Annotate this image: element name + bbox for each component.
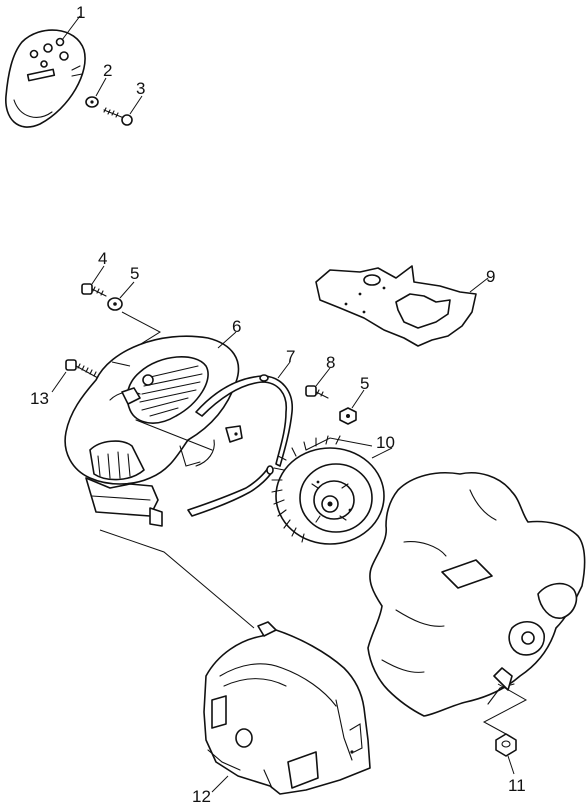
callout-13: 13 — [30, 389, 49, 408]
callout-2: 2 — [103, 61, 112, 80]
part-11-nut — [495, 733, 517, 757]
callout-5-left: 5 — [130, 264, 139, 283]
part-1-cover-plate — [5, 29, 86, 128]
part-4-bolt — [81, 283, 107, 297]
part-10-flywheel-fan — [271, 435, 385, 545]
engine-crankcase — [367, 471, 586, 717]
part-13-bolt — [65, 359, 99, 379]
part-9-gasket — [315, 265, 477, 347]
part-8-bolt — [305, 385, 329, 399]
callout-5-right: 5 — [360, 374, 369, 393]
callout-3: 3 — [136, 79, 145, 98]
part-5-nut-right — [339, 407, 357, 425]
part-6-fan-shroud — [64, 335, 243, 527]
callout-9: 9 — [486, 267, 495, 286]
callout-7: 7 — [286, 347, 295, 366]
part-3-screw — [103, 107, 133, 126]
callout-11: 11 — [508, 776, 526, 795]
part-12-lower-cover — [203, 621, 371, 795]
callout-4: 4 — [98, 249, 107, 268]
part-2-washer — [85, 96, 99, 108]
part-5-washer-left — [107, 297, 123, 311]
callout-10: 10 — [376, 433, 395, 452]
callout-1: 1 — [76, 3, 85, 22]
callout-6: 6 — [232, 317, 241, 336]
part-7-hose — [187, 374, 293, 517]
callout-12: 12 — [192, 787, 211, 806]
callout-8: 8 — [326, 353, 335, 372]
